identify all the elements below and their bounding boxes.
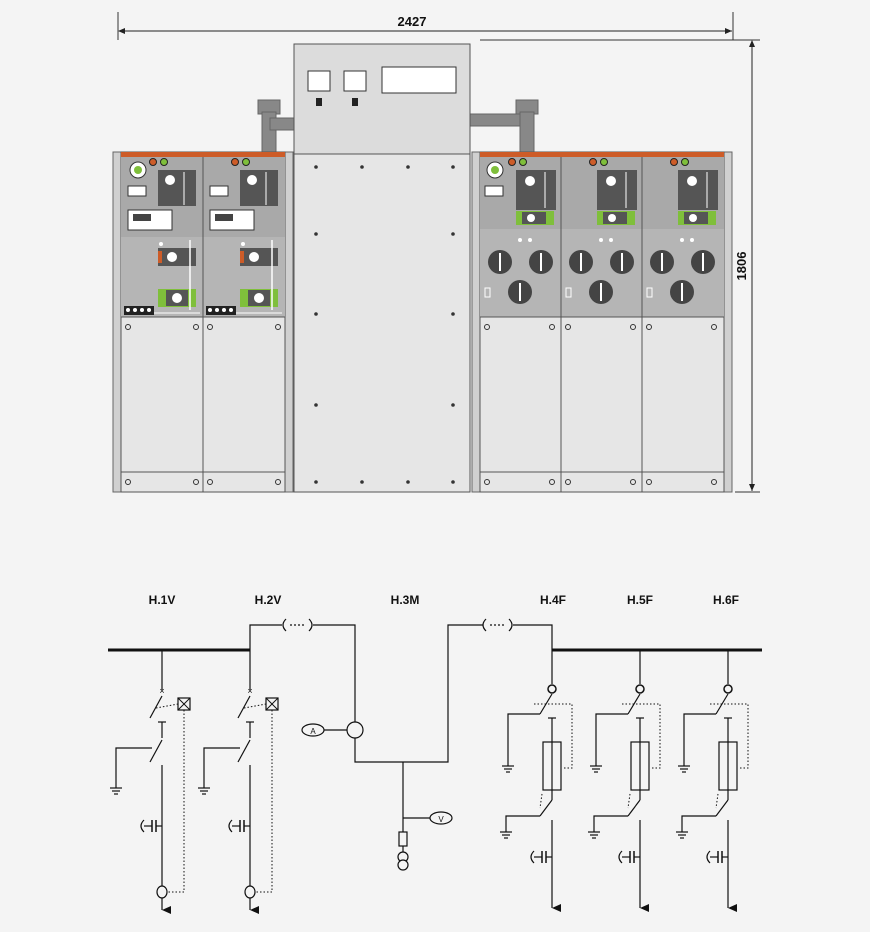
earth-switch-lead [683, 713, 716, 756]
cabinet-h4f [484, 158, 556, 485]
cabinet-h1v [124, 158, 200, 485]
interlock-wiring [715, 793, 719, 809]
cable-end [530, 850, 535, 864]
panel-label-h1v: H.1V [149, 593, 176, 607]
height-dimension: 1806 [480, 39, 760, 493]
control-wiring [255, 710, 273, 893]
feeder-h1v: × [110, 650, 191, 914]
cabinet-h5f [565, 158, 637, 485]
interlock-wiring [539, 793, 543, 809]
cable-link-right [403, 618, 553, 763]
cable-end [140, 819, 145, 833]
breaker-contact [237, 695, 251, 719]
earth-switch-blade [715, 799, 729, 817]
interlock-wiring [534, 703, 573, 769]
trip-coil-cross [177, 697, 191, 711]
feeder-h4f [500, 650, 573, 912]
width-dimension: 2427 [117, 12, 734, 40]
interlock-wiring [622, 703, 661, 769]
disconnector-contact [149, 739, 163, 763]
feeder-h2v: × [198, 650, 279, 914]
current-transformer [244, 885, 256, 899]
earth-switch-blade [627, 799, 641, 817]
earth-switch-lead [505, 815, 540, 822]
earth-switch-lead [593, 815, 628, 822]
cabinet-h2v [206, 158, 282, 485]
load-switch-contact [723, 684, 733, 694]
control-wiring [155, 703, 179, 709]
load-switch-contact [635, 684, 645, 694]
bus-duct-left [257, 99, 297, 153]
panel-label-h6f: H.6F [713, 593, 739, 607]
panel-label-h5f: H.5F [627, 593, 653, 607]
breaker-contact [149, 695, 163, 719]
earth-switch-lead [595, 713, 628, 756]
panel-label-h3m: H.3M [391, 593, 420, 607]
disconnector-contact [237, 739, 251, 763]
trip-coil-cross [265, 697, 279, 711]
height-dimension-label: 1806 [734, 252, 749, 281]
ammeter [301, 723, 325, 737]
metering-cabinet [293, 43, 471, 493]
metering-circuit [301, 721, 453, 871]
earth-switch-lead [115, 747, 152, 778]
cable-end [228, 819, 233, 833]
panel-label-h4f: H.4F [540, 593, 566, 607]
width-dimension-label: 2427 [398, 14, 427, 29]
voltmeter-symbol: V [438, 815, 444, 824]
cabinet-h6f [646, 158, 718, 485]
current-transformer [156, 885, 168, 899]
feeder-h6f [676, 650, 749, 912]
load-switch-contact [547, 684, 557, 694]
panel-label-h2v: H.2V [255, 593, 282, 607]
cable-end [618, 850, 623, 864]
vt-fuse [398, 831, 408, 847]
control-wiring [243, 703, 267, 709]
earth-switch-blade [539, 799, 553, 817]
earth-switch-lead [681, 815, 716, 822]
bus-duct-right [469, 99, 539, 153]
earth-switch-lead [203, 747, 240, 778]
control-wiring [167, 710, 185, 893]
breaker-mark: × [159, 686, 164, 696]
earth-switch-lead [507, 713, 540, 756]
interlock-wiring [710, 703, 749, 769]
ammeter-symbol: A [310, 727, 316, 736]
feeder-h5f [588, 650, 661, 912]
interlock-wiring [627, 793, 631, 809]
cable-link-left [249, 618, 403, 763]
cable-end [706, 850, 711, 864]
voltmeter [429, 811, 453, 825]
breaker-mark: × [247, 686, 252, 696]
